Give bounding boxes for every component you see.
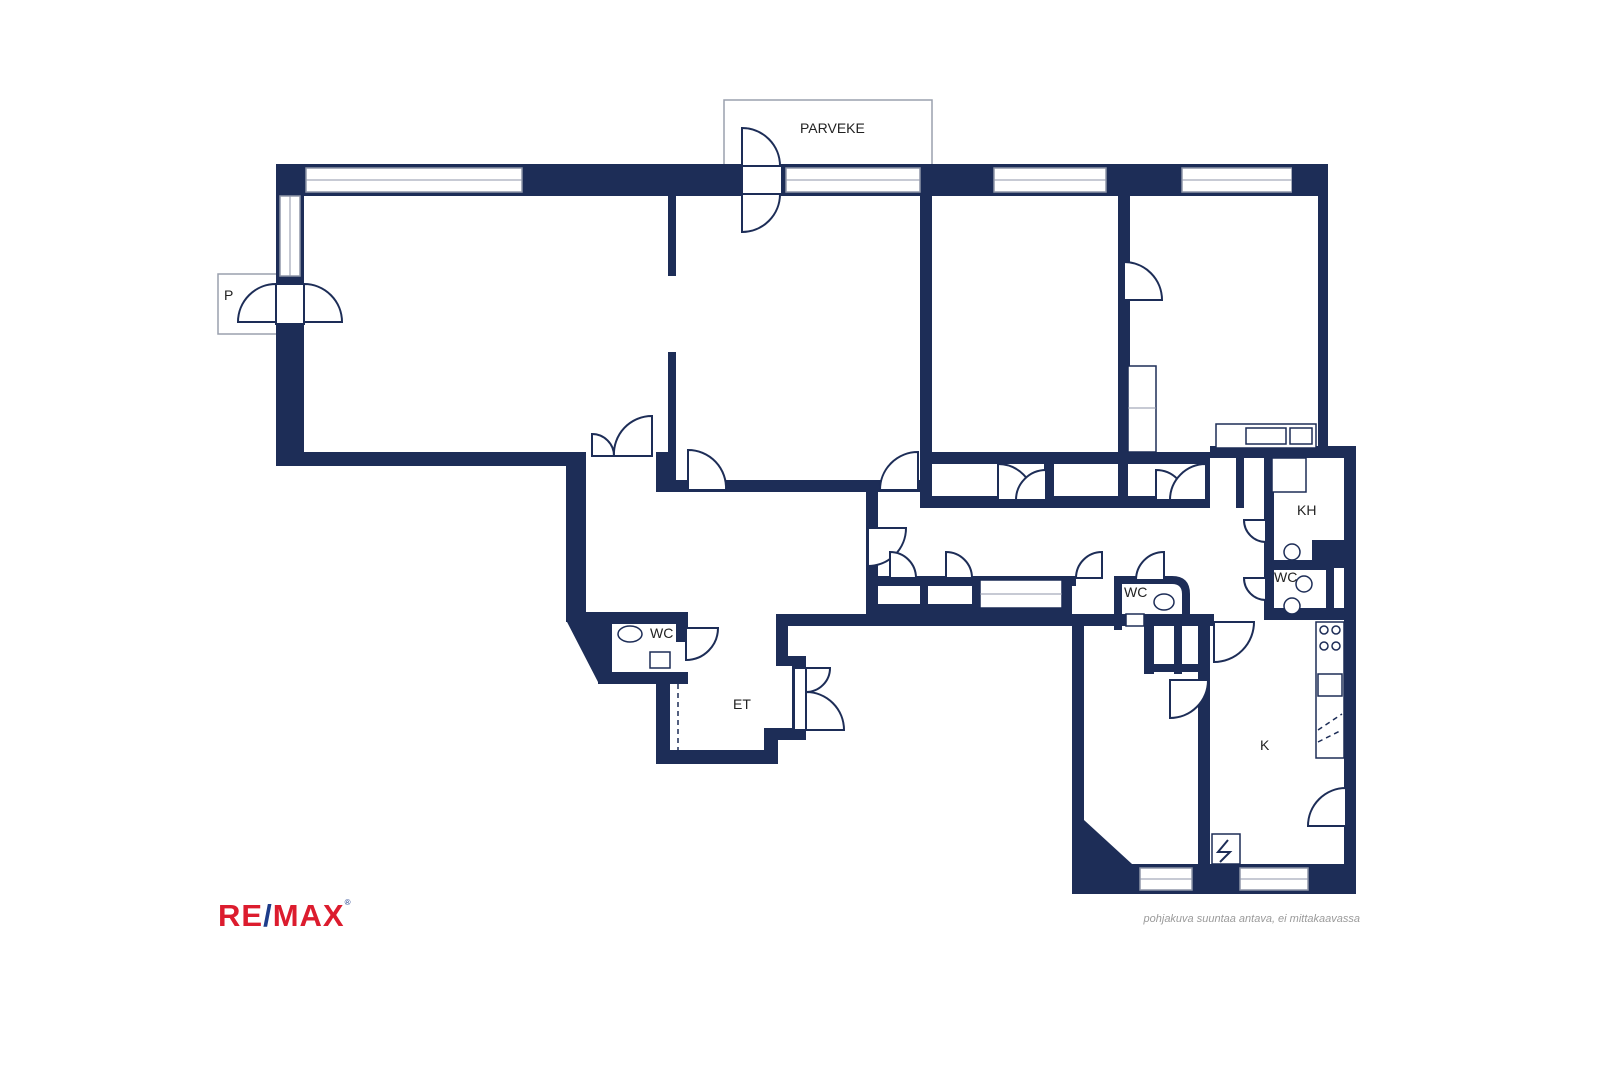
door[interactable]: [612, 414, 653, 457]
wall: [776, 656, 806, 666]
door[interactable]: [303, 282, 344, 323]
wall: [1264, 452, 1274, 618]
door[interactable]: [805, 690, 846, 731]
wall: [1044, 452, 1054, 508]
wall: [920, 452, 1210, 464]
electric-panel: [1211, 833, 1241, 865]
wall: [866, 576, 1076, 586]
wall: [598, 612, 688, 624]
door-frame: [793, 667, 807, 731]
wall: [1264, 608, 1356, 620]
wall: [1198, 618, 1210, 894]
toilet: [1295, 575, 1313, 593]
wall: [656, 672, 670, 764]
door[interactable]: [685, 627, 720, 662]
door[interactable]: [1213, 621, 1256, 664]
disclaimer-note: pohjakuva suuntaa antava, ei mittakaavas…: [1143, 913, 1360, 925]
room-label-kh: KH: [1297, 502, 1316, 518]
room-label-p: P: [224, 287, 233, 303]
wall: [668, 196, 676, 276]
door[interactable]: [1306, 786, 1347, 827]
door[interactable]: [1134, 550, 1165, 581]
door[interactable]: [591, 432, 616, 457]
room-label-k: K: [1260, 737, 1270, 753]
door[interactable]: [687, 448, 728, 491]
wall: [1144, 664, 1210, 672]
door[interactable]: [889, 550, 918, 579]
toilet: [1283, 597, 1301, 615]
wall: [920, 196, 932, 504]
wall: [566, 452, 586, 622]
wall: [776, 614, 788, 664]
wall: [1118, 452, 1128, 508]
sink: [1289, 427, 1313, 445]
wall: [1264, 560, 1334, 570]
room-label-wc: WC: [650, 625, 673, 641]
sink: [1317, 673, 1343, 697]
door[interactable]: [741, 193, 782, 234]
shower: [1271, 457, 1307, 493]
wall: [1072, 864, 1356, 894]
wall: [1174, 626, 1182, 674]
door[interactable]: [741, 126, 782, 167]
door[interactable]: [236, 282, 277, 323]
sink: [649, 651, 671, 669]
door[interactable]: [1242, 577, 1267, 602]
wall: [598, 612, 612, 684]
door[interactable]: [1014, 468, 1047, 501]
remax-logo: RE/MAX®: [218, 898, 352, 933]
wall: [656, 750, 778, 764]
door-frame: [741, 165, 783, 195]
wall: [920, 496, 1210, 508]
wall: [1318, 164, 1328, 454]
wall: [1144, 626, 1154, 674]
door[interactable]: [805, 667, 832, 694]
door[interactable]: [878, 450, 919, 491]
room-label-parveke: PARVEKE: [800, 120, 865, 136]
room-label-wc: WC: [1124, 584, 1147, 600]
closet: [1127, 365, 1157, 453]
wall: [1062, 576, 1072, 626]
sink: [1245, 427, 1287, 445]
wall: [1210, 446, 1356, 458]
wall: [1236, 452, 1244, 508]
wall: [598, 672, 688, 684]
room-label-et: ET: [733, 696, 751, 712]
door[interactable]: [1123, 260, 1164, 301]
wall: [1326, 560, 1334, 620]
wall: [776, 614, 1058, 626]
wall: [1118, 196, 1130, 456]
toilet: [1153, 593, 1175, 611]
toilet: [1283, 543, 1301, 561]
toilet: [617, 625, 643, 643]
door[interactable]: [1168, 462, 1207, 501]
room-label-wc: WC: [1274, 569, 1297, 585]
sink: [1125, 613, 1145, 627]
door[interactable]: [1074, 550, 1103, 579]
door[interactable]: [1169, 679, 1210, 720]
wall: [668, 480, 928, 492]
door[interactable]: [945, 550, 974, 579]
wall: [668, 352, 676, 492]
wall: [276, 452, 586, 466]
door[interactable]: [1242, 519, 1267, 544]
wall: [972, 576, 980, 614]
wall: [920, 576, 928, 614]
wall: [1114, 576, 1122, 630]
door-frame: [275, 283, 305, 325]
